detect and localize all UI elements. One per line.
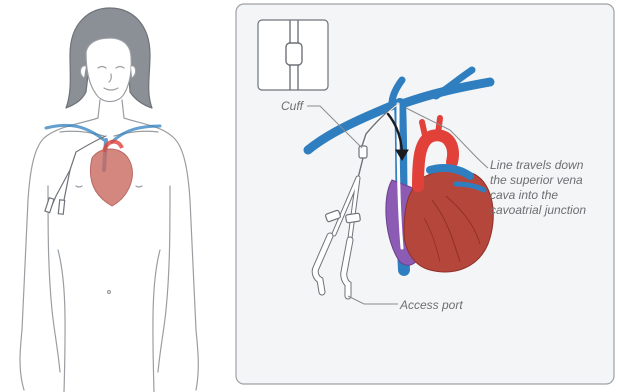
line-description-line-3: cava into the bbox=[490, 188, 586, 203]
clamp-b bbox=[346, 213, 361, 223]
line-description-line-4: cavoatrial junction bbox=[490, 203, 586, 218]
child-heart-body bbox=[90, 149, 132, 206]
inner-arm-right bbox=[158, 186, 170, 372]
waist bbox=[58, 250, 160, 392]
child-vein-right bbox=[112, 126, 160, 142]
access-port-label: Access port bbox=[400, 298, 463, 313]
child-vein-left bbox=[46, 125, 104, 140]
cuff-on-line bbox=[359, 146, 367, 158]
child-heart-icon bbox=[90, 142, 132, 206]
aortic-branch-b bbox=[438, 118, 440, 134]
chest-mark-left bbox=[76, 186, 82, 187]
navel bbox=[108, 291, 111, 294]
line-description-line-2: the superior vena bbox=[490, 173, 586, 188]
line-description-line-1: Line travels down bbox=[490, 158, 586, 173]
cuff-inset-sleeve bbox=[286, 43, 302, 65]
aortic-branch-a bbox=[422, 122, 426, 140]
cuff-label: Cuff bbox=[281, 99, 303, 114]
child-port-a bbox=[45, 198, 54, 213]
child-port-b bbox=[58, 200, 64, 214]
chest-mark-right bbox=[136, 186, 142, 187]
neck bbox=[98, 100, 124, 118]
face bbox=[86, 38, 131, 102]
cuff-detail-icon bbox=[258, 20, 328, 90]
line-description-label: Line travels down the superior vena cava… bbox=[490, 158, 586, 218]
